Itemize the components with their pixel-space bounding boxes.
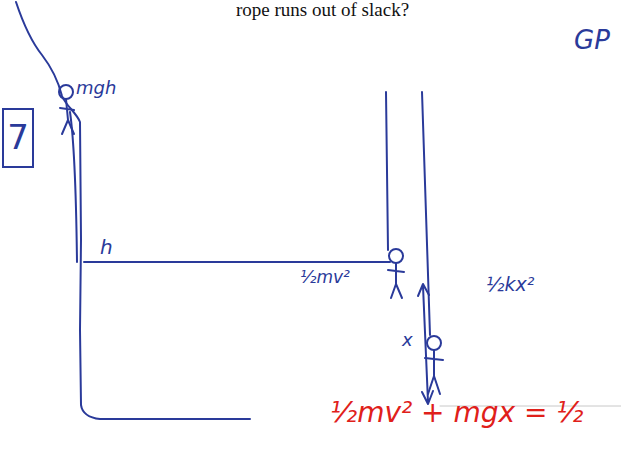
energy-equation: ½mv² + mgx = ½ bbox=[330, 398, 584, 429]
energy-label: ½kx² bbox=[486, 274, 534, 295]
stretch-arrow bbox=[418, 284, 433, 404]
cliff-outline bbox=[16, 2, 250, 419]
stretch-label: x bbox=[402, 330, 413, 350]
jumper-body bbox=[388, 263, 404, 298]
energy-label: ½mv² bbox=[300, 268, 350, 287]
jumper-head bbox=[427, 336, 441, 350]
rope bbox=[386, 92, 388, 250]
number-box: 7 bbox=[2, 108, 34, 168]
box-number: 7 bbox=[7, 119, 29, 156]
height-label: h bbox=[100, 236, 113, 258]
jumper-head bbox=[389, 249, 403, 263]
question-text: rope runs out of slack? bbox=[236, 0, 409, 21]
note-text: GP bbox=[574, 26, 610, 55]
energy-label: mgh bbox=[76, 78, 116, 98]
reference-line bbox=[84, 261, 390, 263]
jumper-head bbox=[59, 85, 73, 99]
rope bbox=[70, 112, 77, 262]
